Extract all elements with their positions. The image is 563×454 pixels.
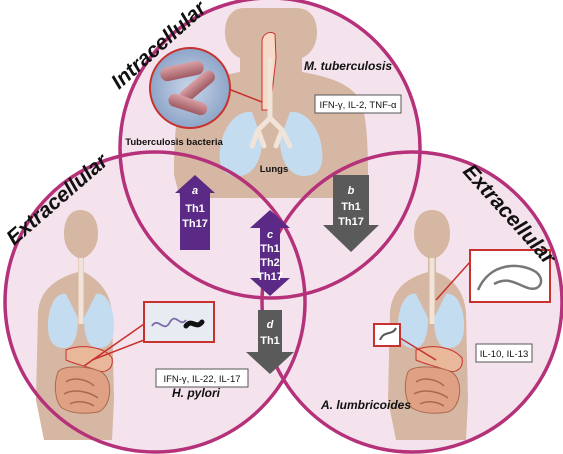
arrow-b — [323, 175, 379, 252]
left-cytokine-text: IFN-γ, IL-22, IL-17 — [163, 374, 240, 385]
left-cytokine-box: IFN-γ, IL-22, IL-17 — [155, 368, 249, 388]
left-lung — [219, 111, 262, 176]
arrow-c-letter: c — [267, 229, 273, 241]
left-body-figure — [36, 210, 114, 440]
arrow-c-line-1: Th1 — [260, 243, 280, 255]
a-lumbricoides-inset — [373, 249, 551, 361]
right-cytokine-text: IL-10, IL-13 — [480, 349, 529, 360]
extracellular-right-circle — [260, 150, 563, 454]
top-organism-label: M. tuberculosis — [304, 59, 392, 73]
top-cytokine-text: IFN-γ, IL-2, TNF-α — [319, 100, 397, 111]
arrow-a — [175, 175, 215, 250]
extracellular-left-circle — [3, 150, 307, 454]
top-body-figure — [174, 8, 368, 198]
arrow-d-line-1: Th1 — [260, 335, 280, 347]
right-cytokine-box: IL-10, IL-13 — [475, 343, 533, 363]
arrow-c — [250, 210, 290, 296]
intracellular-circle — [118, 0, 422, 300]
trachea — [249, 57, 293, 149]
h-pylori-inset — [83, 301, 215, 367]
left-organism-label: H. pylori — [172, 386, 221, 400]
arrow-d-letter: d — [267, 319, 274, 331]
top-cytokine-box: IFN-γ, IL-2, TNF-α — [314, 94, 402, 114]
arrow-d — [246, 310, 294, 374]
right-lung — [280, 111, 323, 176]
right-organism-label: A. lumbricoides — [320, 398, 411, 412]
arrow-b-line-1: Th1 — [341, 201, 361, 213]
tuberculosis-bacteria-label: Tuberculosis bacteria — [125, 137, 223, 148]
right-body-figure — [388, 210, 468, 440]
arrow-a-line-1: Th1 — [185, 203, 205, 215]
arrow-c-line-2: Th2 — [260, 257, 280, 269]
tuberculosis-bacteria-inset — [149, 47, 263, 129]
arrow-b-letter: b — [348, 185, 355, 197]
circle-outlines — [3, 0, 563, 454]
arrow-a-letter: a — [192, 185, 198, 197]
arrow-a-line-2: Th17 — [182, 218, 208, 230]
arrow-c-line-3: Th17 — [257, 271, 283, 283]
arrow-b-line-2: Th17 — [338, 216, 364, 228]
lungs-label: Lungs — [260, 164, 289, 175]
